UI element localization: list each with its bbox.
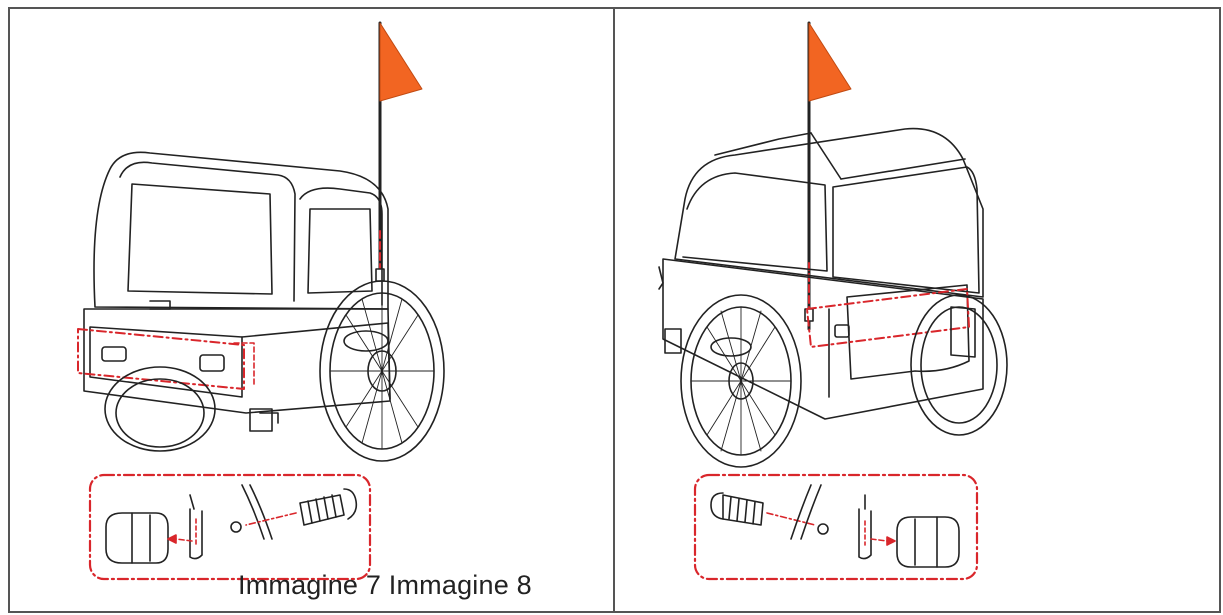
trailer-side-view-illustration: [658, 21, 1008, 581]
trailer-body: [658, 258, 984, 420]
wheel-front: [680, 294, 802, 468]
caption-immagine-8: Immagine 8: [388, 570, 532, 600]
flag-icon: [375, 21, 423, 282]
washer-icon: [230, 521, 242, 533]
bolt-icon: [710, 492, 764, 526]
washer-icon: [817, 523, 829, 535]
trailer-canopy: [93, 151, 389, 310]
panel-immagine-7: [8, 7, 615, 613]
trailer-rear-view-illustration: [77, 21, 445, 581]
wheel-back: [910, 294, 1008, 436]
trailer-body: [83, 308, 391, 432]
bolt-icon: [299, 488, 358, 526]
trailer-canopy: [674, 127, 984, 298]
reflector-detail-inset: [693, 473, 979, 581]
flag-icon: [804, 21, 852, 331]
figure-caption: Immagine 7 Immagine 8: [238, 570, 532, 601]
reflector-icon: [896, 516, 960, 568]
reflector-icon: [105, 512, 169, 564]
caption-immagine-7: Immagine 7: [238, 570, 382, 600]
wheel-back: [104, 366, 216, 452]
panel-immagine-8: [613, 7, 1221, 613]
reflector-detail-inset: [88, 473, 372, 581]
wheel-front: [319, 280, 445, 462]
